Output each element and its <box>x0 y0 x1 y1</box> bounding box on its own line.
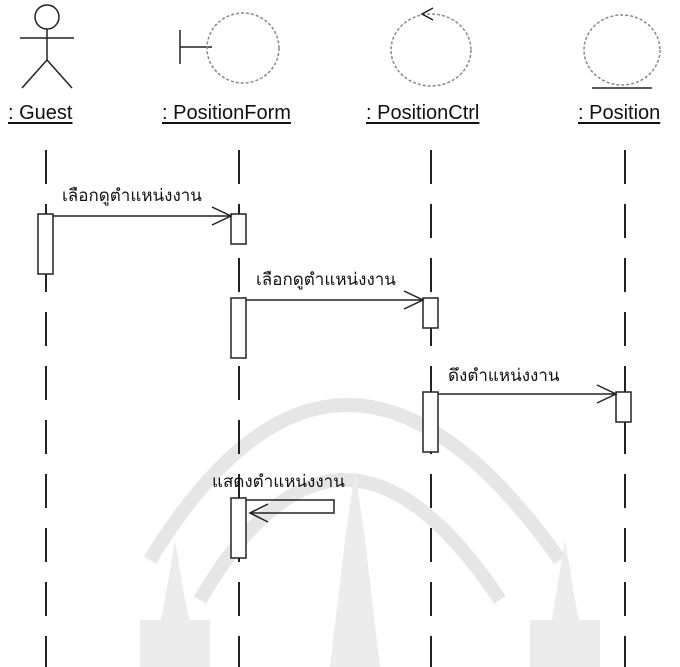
lifeline-label-ctrl: : PositionCtrl <box>366 102 479 125</box>
actor-icon <box>20 5 74 88</box>
activation-form-2 <box>231 298 246 358</box>
boundary-icon <box>180 13 279 83</box>
lifeline-label-guest: : Guest <box>8 102 72 125</box>
activation-ctrl-2 <box>423 392 438 452</box>
lifeline-label-form: : PositionForm <box>162 102 291 125</box>
lifeline-label-entity: : Position <box>578 102 660 125</box>
activation-form-3 <box>231 498 246 558</box>
activation-form-1 <box>231 214 246 244</box>
control-icon <box>391 8 471 86</box>
message-label-3: ดึงตำแหน่งงาน <box>448 362 559 389</box>
entity-icon <box>584 15 660 88</box>
activation-guest <box>38 214 53 274</box>
activation-entity <box>616 392 631 422</box>
message-label-2: เลือกดูตำแหน่งงาน <box>256 266 396 293</box>
activation-ctrl-1 <box>423 298 438 328</box>
message-label-1: เลือกดูตำแหน่งงาน <box>62 182 202 209</box>
message-label-self: แสดงตำแหน่งงาน <box>212 468 345 495</box>
message-arrow-self <box>246 500 334 513</box>
